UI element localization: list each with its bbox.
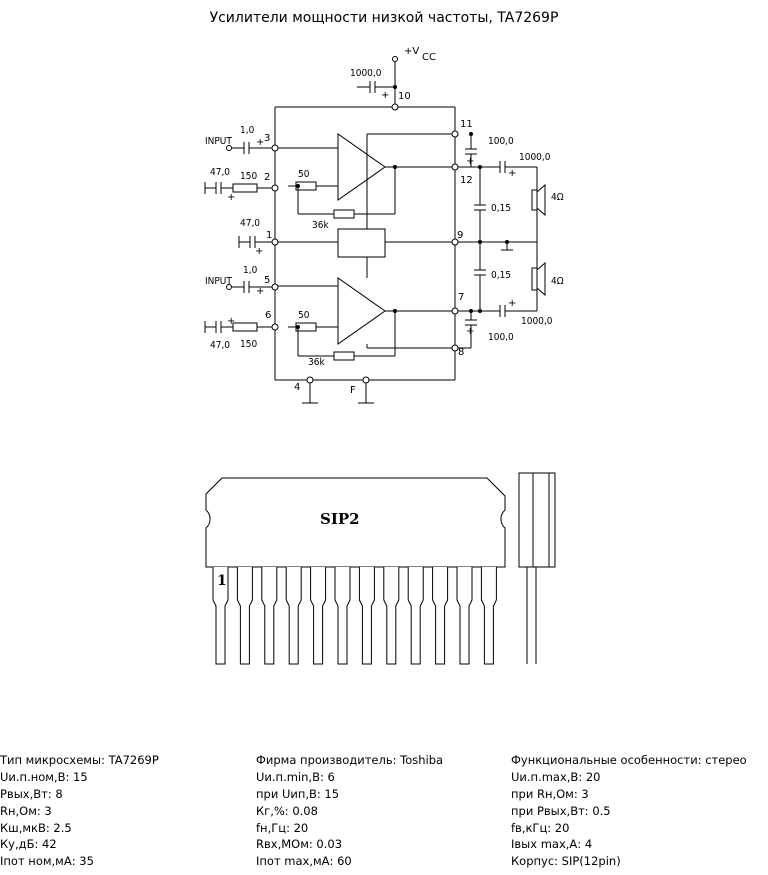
spec-row: Pвых,Вт: 8 [0,786,63,801]
sip-pin-lead [456,567,473,665]
cap-in-2-value: 1,0 [243,265,258,276]
junction-dots [296,85,509,329]
sip-pins [212,567,497,665]
spec-row: Функциональные особенности: стерео [511,753,747,767]
spec-row: fн,Гц: 20 [256,820,309,835]
sip-pin-lead [261,567,278,665]
cap-47-1-plus: + [227,192,235,203]
cap-100-1-plus: + [466,156,474,167]
spec-row: Кг,%: 0.08 [256,803,318,818]
cap-100-1-value: 100,0 [488,136,514,147]
sip-pin-lead [383,567,400,665]
sip-pin-lead [480,567,497,665]
cap-1000-2-plus: + [508,298,516,309]
sip-package-side [518,472,556,664]
speaker-1-impedance: 4Ω [551,192,564,203]
vcc-label: +V [404,46,419,57]
r50-1-value: 50 [298,169,310,180]
cap-47-2-value: 47,0 [240,218,260,229]
r50-2-value: 50 [298,310,310,321]
cap-47-3-value: 47,0 [210,340,230,351]
sip-pin-lead [236,567,253,665]
page-title: Усилители мощности низкой частоты, TA726… [209,10,559,26]
pin-f-label: F [350,385,356,396]
terminal-circles [271,103,459,384]
pin-9-label: 9 [457,230,463,241]
spec-row: Uи.п.max,В: 20 [511,769,601,784]
pin-11-label: 11 [460,119,473,130]
spec-row: при Rн,Ом: 3 [511,786,589,801]
sip-pin-lead [310,567,327,665]
spec-row: Ку,дБ: 42 [0,837,57,852]
cap-in-2-plus: + [256,286,264,297]
sip-package-front [205,477,506,568]
spec-row: Uи.п.min,В: 6 [256,769,335,784]
spec-row: Iпот max,мА: 60 [256,854,352,869]
pin-4-label: 4 [294,382,300,393]
speaker-2-impedance: 4Ω [551,276,564,287]
specs-column-1: Тип микросхемы: TA7269P Uи.п.ном,В: 15 P… [0,752,159,870]
sip-pin-lead [358,567,375,665]
circuit-wiring [204,56,546,404]
cap-47-1-value: 47,0 [210,167,230,178]
pin-5-label: 5 [264,275,270,286]
specs-column-3: Функциональные особенности: стерео Uи.п.… [511,752,747,870]
cap-1000-2-value: 1000,0 [521,316,553,327]
spec-row: при Pвых,Вт: 0.5 [511,803,611,818]
cap-015-2-value: 0,15 [491,270,511,281]
cap-100-2-value: 100,0 [488,332,514,343]
pin-2-label: 2 [264,172,270,183]
sip-pin-lead [334,567,351,665]
cap-top-plus: + [381,90,389,101]
r150-1-value: 150 [240,171,257,182]
spec-row: Rн,Ом: 3 [0,803,52,818]
package-name: SIP2 [320,510,360,528]
cap-in-1-value: 1,0 [240,125,255,136]
pin-10-label: 10 [398,91,411,102]
spec-row: Iпот ном,мА: 35 [0,854,94,869]
cap-1000-1-plus: + [508,168,516,179]
cap-1000-1-value: 1000,0 [519,152,551,163]
cap-in-1-plus: + [256,137,264,148]
pin-1-marker: 1 [217,573,227,589]
sip-pin-lead [432,567,449,665]
pin-6-label: 6 [265,310,271,321]
spec-row: Кш,мкВ: 2.5 [0,820,72,835]
cap-47-3-plus: + [227,316,235,327]
spec-row: Фирма производитель: Toshiba [256,753,444,767]
input-label-1: INPUT [205,136,232,147]
spec-row: fв,кГц: 20 [511,820,570,835]
cap-47-2-plus: + [255,246,263,257]
cap-015-1-value: 0,15 [491,203,511,214]
spec-row: при Uип,В: 15 [256,786,340,801]
r36k-1-value: 36k [312,220,329,231]
vcc-subscript: CC [422,52,436,63]
cap-100-2-plus: + [466,326,474,337]
pin-12-label: 12 [460,175,473,186]
r36k-2-value: 36k [308,357,325,368]
spec-row: Корпус: SIP(12pin) [511,854,621,869]
pin-7-label: 7 [458,292,464,303]
sip-pin-lead [407,567,424,665]
sip-pin-lead [212,567,229,665]
spec-row: Rвх,МОм: 0.03 [256,837,343,852]
pin-8-label: 8 [458,347,464,358]
spec-row: Iвых max,А: 4 [511,837,593,852]
pin-3-label: 3 [264,133,270,144]
sip-pin-lead [285,567,302,665]
input-label-2: INPUT [205,276,232,287]
pin-1-label: 1 [266,230,272,241]
spec-row: Тип микросхемы: TA7269P [0,753,159,767]
r150-2-value: 150 [240,339,257,350]
spec-row: Uи.п.ном,В: 15 [0,769,88,784]
cap-top-value: 1000,0 [350,68,382,79]
specs-column-2: Фирма производитель: Toshiba Uи.п.min,В:… [256,752,443,870]
